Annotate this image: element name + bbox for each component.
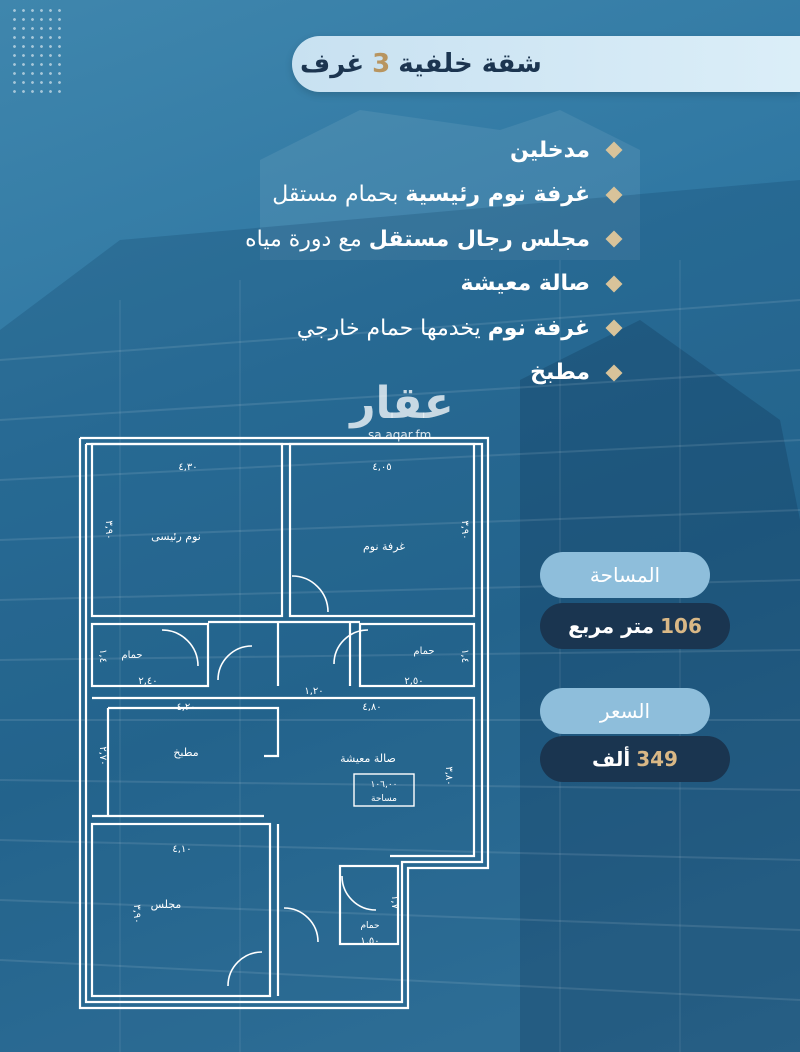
- feature-item: مدخلين: [200, 128, 623, 173]
- dot-pattern: [10, 6, 62, 96]
- feature-bold: مطبخ: [530, 360, 590, 386]
- feature-item: صالة معيشة: [200, 262, 623, 307]
- feature-bold: غرفة نوم: [487, 315, 590, 341]
- room-majlis: مجلس: [151, 898, 182, 911]
- room-bath-right: حمام: [413, 646, 434, 657]
- diamond-bullet-icon: [605, 319, 623, 337]
- diamond-bullet-icon: [605, 230, 623, 248]
- diamond-bullet-icon: [605, 364, 623, 382]
- dim-bed-h: ٣,٩٠: [459, 520, 470, 539]
- feature-bold: صالة معيشة: [460, 271, 590, 297]
- feature-rest: يخدمها حمام خارجي: [296, 315, 488, 341]
- diamond-bullet-icon: [605, 141, 623, 159]
- feature-bold: مدخلين: [510, 137, 590, 163]
- area-box-label: مساحة: [371, 794, 397, 804]
- title-banner: [292, 36, 800, 92]
- title-prefix: شقة خلفية: [398, 49, 542, 79]
- dim-majlis-h: ٣,٩٠: [131, 904, 142, 923]
- room-bath-left: حمام: [121, 650, 142, 661]
- area-box-value: ١٠٦,٠٠: [370, 780, 397, 790]
- page-title: شقة خلفية 3 غرف: [300, 36, 605, 92]
- room-kitchen: مطبخ: [173, 746, 198, 759]
- title-number: 3: [372, 49, 391, 79]
- dim-bath-left-h: ١,٤: [97, 649, 108, 663]
- title-suffix: غرف: [300, 49, 365, 79]
- feature-item: مجلس رجال مستقل مع دورة مياه: [200, 217, 623, 262]
- dim-bath-right-w: ٢,٥٠: [404, 676, 423, 687]
- dim-bath-right-h: ١,٤: [459, 649, 470, 663]
- dim-master-h: ٣,٩٠: [103, 520, 114, 539]
- price-unit: ألف: [592, 747, 631, 771]
- room-bath-small: حمام: [360, 921, 379, 931]
- room-master-bedroom: نوم رئيسى: [151, 530, 201, 543]
- feature-bold: غرفة نوم رئيسية: [405, 182, 590, 208]
- area-value-pill: 106 متر مربع: [540, 603, 730, 649]
- dim-bath-small-w: ١,٥٠: [360, 936, 379, 947]
- diamond-bullet-icon: [605, 186, 623, 204]
- feature-rest: بحمام مستقل: [272, 182, 406, 208]
- area-label-pill: المساحة: [540, 552, 710, 598]
- price-value-pill: 349 ألف: [540, 736, 730, 782]
- dim-living-w: ٤,٨٠: [362, 702, 381, 713]
- area-label: المساحة: [589, 563, 661, 587]
- feature-rest: مع دورة مياه: [245, 226, 369, 252]
- price-label: السعر: [599, 699, 651, 723]
- dim-master-w: ٤,٣٠: [178, 462, 197, 473]
- floor-plan: ١٠٦,٠٠ مساحة نوم رئيسى غرفة نوم حمام حما…: [78, 436, 490, 1010]
- diamond-bullet-icon: [605, 275, 623, 293]
- watermark-logo: عقار: [350, 378, 454, 429]
- price-label-pill: السعر: [540, 688, 710, 734]
- feature-bold: مجلس رجال مستقل: [368, 226, 590, 252]
- feature-list: مدخلين غرفة نوم رئيسية بحمام مستقل مجلس …: [200, 128, 623, 396]
- area-number: 106: [660, 614, 702, 638]
- dim-bath-left-w: ٢,٤٠: [138, 676, 157, 687]
- dim-living-h: ٣,٨٠: [443, 766, 454, 785]
- dim-majlis-w: ٤,١٠: [172, 844, 191, 855]
- price-number: 349: [636, 747, 678, 771]
- feature-item: مطبخ: [200, 351, 623, 396]
- feature-item: غرفة نوم رئيسية بحمام مستقل: [200, 173, 623, 218]
- dim-bath-small-h: ١,٧: [389, 895, 400, 910]
- room-bedroom: غرفة نوم: [363, 540, 405, 553]
- dim-bed-w: ٤,٠٥: [372, 462, 391, 473]
- feature-item: غرفة نوم يخدمها حمام خارجي: [200, 306, 623, 351]
- area-unit: متر مربع: [568, 614, 655, 638]
- dim-kitchen-h: ٢,٧٠: [97, 746, 108, 765]
- room-living: صالة معيشة: [340, 752, 396, 765]
- dim-corridor-w: ١,٢٠: [304, 686, 323, 697]
- dim-kitchen-w: ٤,٢٠: [176, 702, 195, 713]
